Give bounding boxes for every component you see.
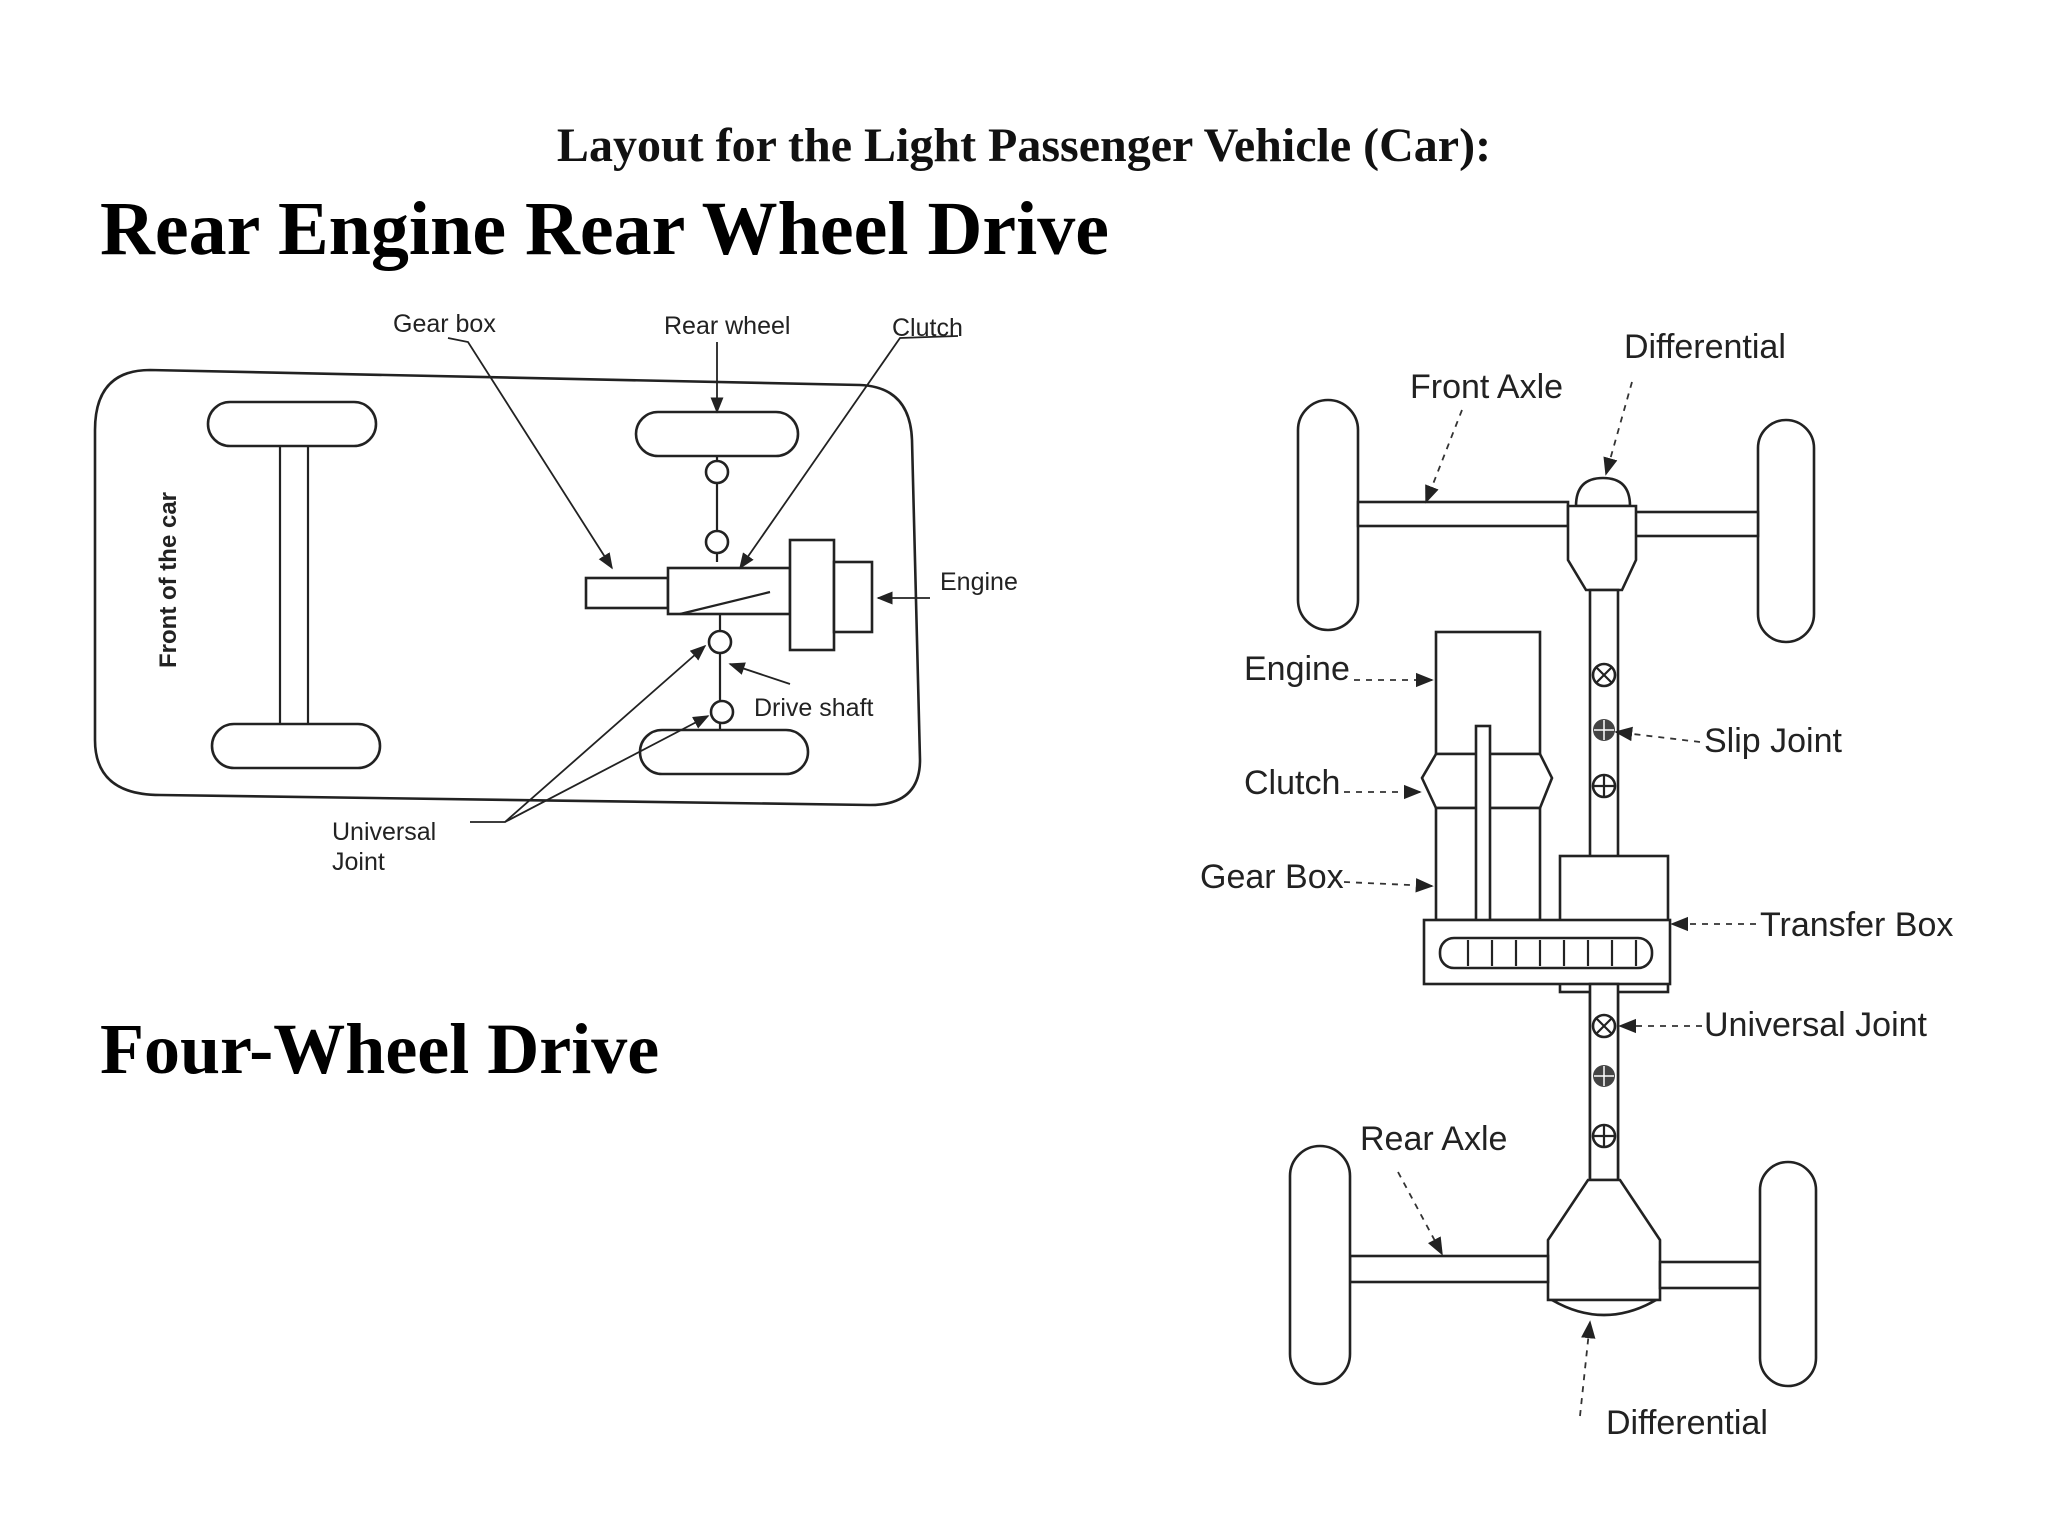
label-transfer-box: Transfer Box <box>1760 906 1953 944</box>
car-body-outline <box>93 368 922 807</box>
front-right-wheel <box>1756 418 1816 644</box>
front-differential <box>1574 476 1632 508</box>
universal-joint <box>707 629 733 655</box>
universal-joint-rear-icon <box>1591 1013 1617 1039</box>
front-wheel <box>206 400 378 448</box>
rear-differential <box>1546 1178 1662 1302</box>
universal-joint <box>704 529 730 555</box>
label-rear-wheel: Rear wheel <box>664 312 790 340</box>
universal-joint-plus-icon <box>1591 773 1617 799</box>
universal-joint <box>709 699 735 725</box>
label-drive-shaft: Drive shaft <box>754 694 874 722</box>
gear-box <box>584 576 670 610</box>
label-engine: Engine <box>1244 650 1350 688</box>
engine-block <box>832 560 874 634</box>
front-axle <box>1630 510 1760 538</box>
label-engine: Engine <box>940 568 1018 596</box>
label-clutch: Clutch <box>892 314 963 342</box>
rear-left-wheel <box>1288 1144 1352 1386</box>
label-gear-box: Gear box <box>393 310 496 338</box>
label-gear-box: Gear Box <box>1200 858 1344 896</box>
four-wheel-drive-heading: Four-Wheel Drive <box>100 1009 660 1089</box>
front-axle <box>1356 500 1570 528</box>
rear-plus-joint-icon <box>1591 1123 1617 1149</box>
label-front-of-car: Front of the car <box>155 492 182 668</box>
page-title: Layout for the Light Passenger Vehicle (… <box>556 119 1492 172</box>
universal-joint <box>704 459 730 485</box>
label-differential-top: Differential <box>1624 328 1786 366</box>
label-joint: Joint <box>332 848 385 876</box>
label-rear-axle: Rear Axle <box>1360 1120 1507 1158</box>
universal-joint-front-icon <box>1591 662 1617 688</box>
rear-axle <box>1348 1254 1550 1284</box>
engine <box>788 538 836 652</box>
label-universal: Universal <box>332 818 436 846</box>
label-front-axle: Front Axle <box>1410 368 1563 406</box>
rear-axle <box>1658 1260 1762 1290</box>
front-wheel <box>210 722 382 770</box>
rear-engine-heading: Rear Engine Rear Wheel Drive <box>100 187 1109 271</box>
rear-slip-joint-icon <box>1593 1065 1615 1087</box>
front-left-wheel <box>1296 398 1360 632</box>
transfer-gears <box>1438 936 1654 970</box>
label-slip-joint: Slip Joint <box>1704 722 1843 760</box>
slip-joint-icon <box>1593 719 1615 741</box>
label-differential-bottom: Differential <box>1606 1404 1768 1442</box>
rear-right-wheel <box>1758 1160 1818 1388</box>
label-clutch: Clutch <box>1244 764 1340 802</box>
label-universal-joint: Universal Joint <box>1704 1006 1928 1044</box>
